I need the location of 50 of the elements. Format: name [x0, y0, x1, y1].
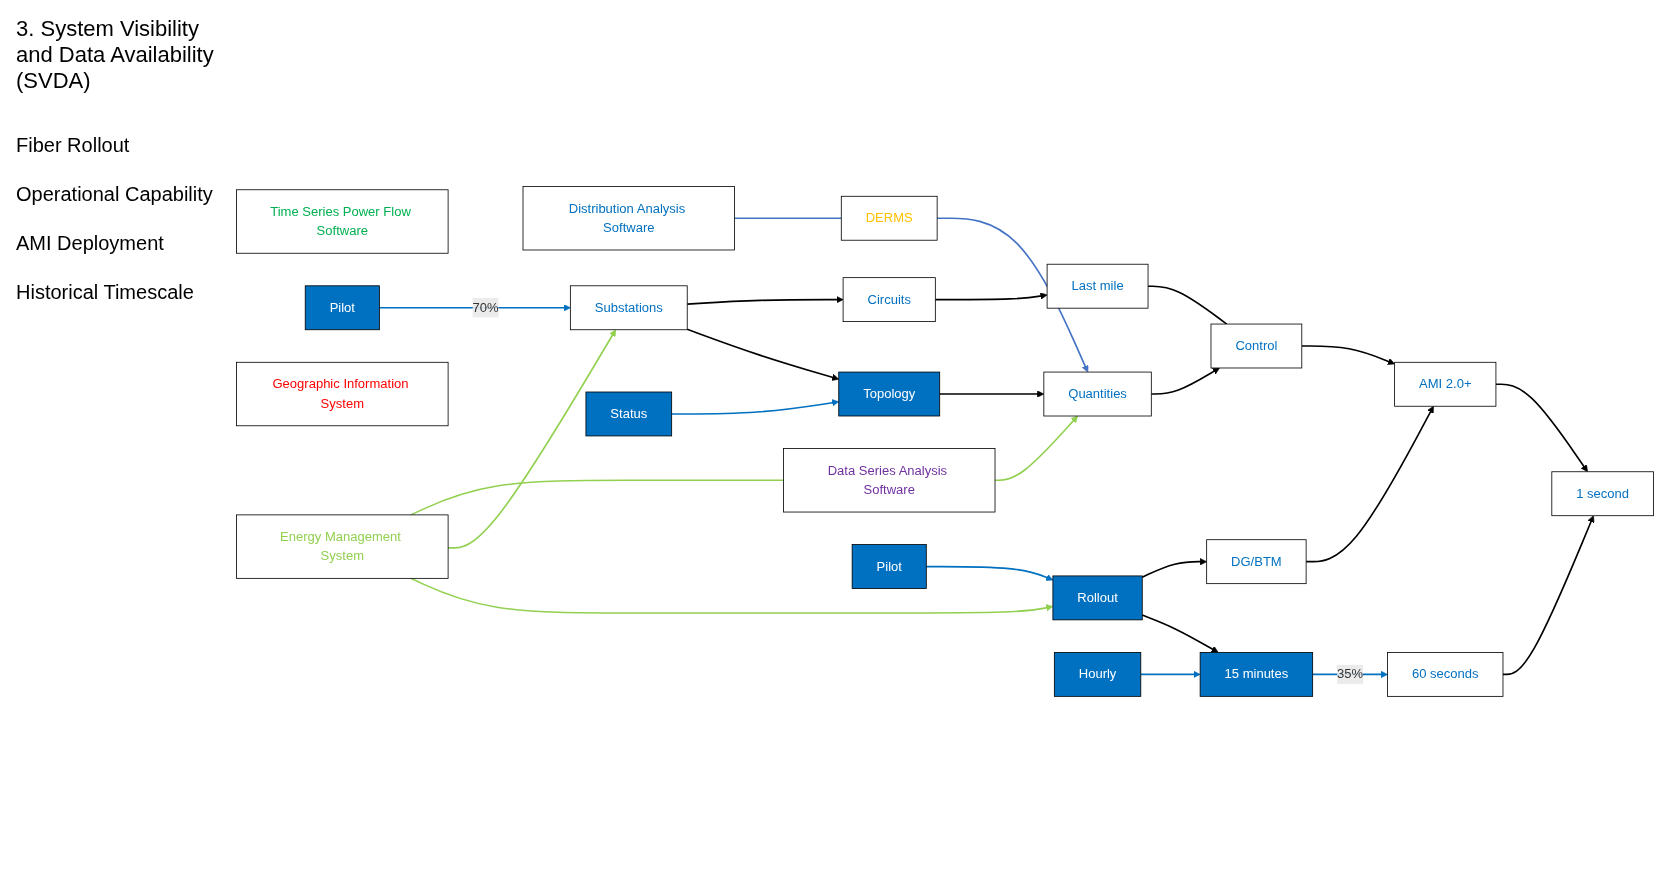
node-box: AMI 2.0+ [1394, 361, 1497, 407]
arrow [936, 217, 1089, 372]
node-box: 60 seconds [1387, 651, 1504, 697]
arrow [410, 577, 1054, 614]
node-box: Data Series Analysis Software [783, 447, 996, 512]
connector [733, 217, 843, 219]
arrow [934, 292, 1048, 300]
node-box: Pilot [851, 543, 927, 589]
arrow [1305, 405, 1434, 563]
arrow [1141, 557, 1207, 578]
node-box: Time Series Power Flow Software [236, 188, 449, 254]
arrow [925, 565, 1054, 581]
node-box: 1 second [1551, 470, 1654, 516]
node-box: Control [1210, 323, 1303, 368]
node-box: Last mile [1046, 263, 1149, 309]
arrow [1141, 613, 1219, 653]
edge-label: 70% [472, 300, 499, 314]
arrow [670, 398, 840, 415]
node-box: Circuits [842, 276, 936, 322]
node-box: Distribution Analysis Software [522, 185, 735, 250]
arrow [447, 329, 617, 549]
arrow [686, 295, 844, 305]
node-box: Status [585, 391, 673, 436]
node-box: DERMS [840, 195, 938, 241]
arrow [1150, 367, 1220, 395]
arrow [1300, 344, 1395, 365]
node-box: Quantities [1043, 371, 1152, 416]
arrow [938, 390, 1045, 398]
node-box: Hourly [1053, 651, 1142, 697]
diagram-title: 3. System Visibility and Data Availability (SVDA) [16, 16, 214, 94]
node-box: Geographic Information System [236, 361, 449, 426]
row-label: Historical Timescale [16, 281, 195, 304]
node-box: Substations [569, 284, 688, 330]
node-box: Rollout [1052, 575, 1143, 620]
node-box: Energy Management System [236, 514, 449, 579]
connector [1147, 284, 1228, 325]
node-box: Topology [838, 371, 941, 416]
connector [410, 479, 785, 516]
row-label: Fiber Rollout [16, 134, 131, 157]
row-label: AMI Deployment [16, 232, 165, 255]
arrow [1502, 514, 1595, 675]
arrow [994, 415, 1078, 481]
arrow [686, 328, 840, 381]
node-box: 15 minutes [1199, 651, 1314, 697]
node-box: Pilot [304, 284, 380, 330]
arrow [1140, 670, 1201, 678]
arrow [1495, 383, 1588, 472]
node-box: DG/BTM [1206, 538, 1307, 584]
edge-label: 35% [1337, 666, 1364, 681]
row-label: Operational Capability [16, 183, 214, 206]
